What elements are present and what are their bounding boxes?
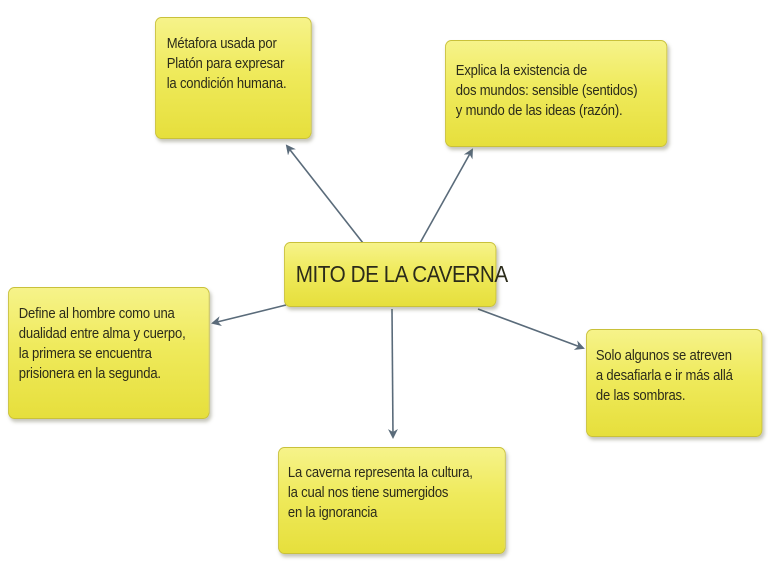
arrow-to-top-left xyxy=(285,144,364,244)
node-metaphor: Métafora usada por Platón para expresar … xyxy=(155,17,312,139)
arrow-to-right xyxy=(477,308,585,350)
node-text-line: Define al hombre como una xyxy=(18,306,175,322)
node-text-line: prisionera en la segunda. xyxy=(18,366,161,382)
node-text-line: dualidad entre alma y cuerpo, xyxy=(18,326,186,342)
node-text-line: Explica la existencia de xyxy=(455,63,588,79)
arrow-to-bottom xyxy=(387,308,398,439)
node-text-line: de las sombras. xyxy=(595,388,686,404)
node-two-worlds: Explica la existencia de dos mundos: sen… xyxy=(445,40,668,147)
node-text-line: La caverna representa la cultura, xyxy=(287,465,473,481)
node-text-line: Solo algunos se atreven xyxy=(595,348,732,364)
arrow-to-left xyxy=(211,304,287,326)
node-text-line: en la ignorancia xyxy=(287,505,378,521)
node-culture: La caverna representa la cultura, la cua… xyxy=(278,447,506,554)
central-topic-label: MITO DE LA CAVERNA xyxy=(295,261,508,287)
node-text-line: la condición humana. xyxy=(166,76,287,92)
node-shadows: Solo algunos se atreven a desafiarla e i… xyxy=(586,329,763,437)
node-text-line: dos mundos: sensible (sentidos) xyxy=(455,83,638,99)
node-text-line: la cual nos tiene sumergidos xyxy=(287,485,449,501)
node-text-line: la primera se encuentra xyxy=(18,346,152,362)
node-text-line: Platón para expresar xyxy=(166,56,285,72)
central-topic-node: MITO DE LA CAVERNA xyxy=(284,242,508,307)
node-text-line: y mundo de las ideas (razón). xyxy=(455,103,623,119)
node-dualism: Define al hombre como una dualidad entre… xyxy=(8,287,210,419)
node-text-line: Métafora usada por xyxy=(166,36,277,52)
arrow-to-top-right xyxy=(419,148,473,244)
node-text-line: a desafiarla e ir más allá xyxy=(595,368,733,384)
